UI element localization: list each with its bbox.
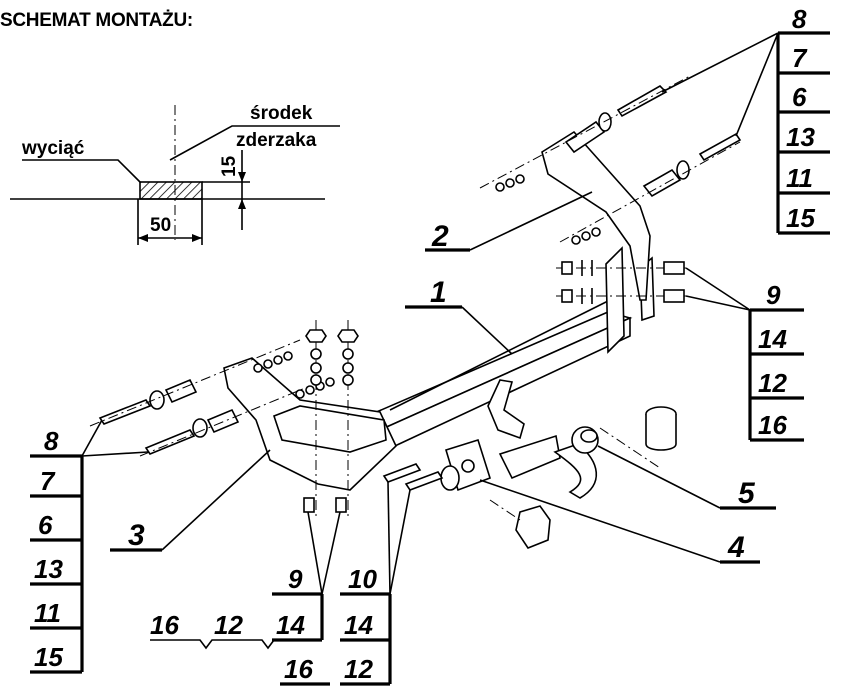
table-l-row: 7 [40,466,56,496]
parts-table-top-right: 8 7 6 13 11 15 [776,4,830,235]
table-mr-head: 9 [766,280,781,310]
extra-part-16: 16 [150,610,179,640]
table-l-head: 8 [44,426,59,456]
cutout-detail: wyciąć środek zderzaka 15 50 [10,103,340,245]
table-l-row: 11 [34,598,61,628]
table-tr-row: 6 [792,82,807,112]
callout-leaders [81,32,779,595]
table-l-row: 6 [38,510,53,540]
center-leader [169,125,340,161]
cut-leader [22,159,141,183]
table-tr-row: 15 [786,203,815,233]
table-tr-row: 11 [786,163,813,193]
main-bar [356,246,677,549]
table-b10-head: 10 [348,564,377,594]
table-b10-row: 12 [344,654,373,684]
table-b9-row: 14 [276,610,305,640]
table-l-row: 13 [34,554,63,584]
left-bracket [89,320,444,520]
table-mr-row: 16 [758,410,787,440]
page-title: SCHEMAT MONTAŻU: [0,10,193,31]
parts-table-left: 8 7 6 13 11 15 [30,426,84,674]
callout-4: 4 [727,531,745,564]
parts-table-bottom-9: 9 14 16 [272,564,330,686]
dim-height: 15 [219,155,240,177]
parts-table-mid-right: 9 14 12 16 [748,280,804,442]
parts-extra-bottom: 16 12 [150,610,275,650]
table-mr-row: 12 [758,368,787,398]
callout-3: 3 [128,519,145,552]
parts-table-bottom-10: 10 14 12 [340,564,392,686]
table-b9-row: 16 [284,654,313,684]
table-tr-row: 13 [786,122,815,152]
callout-2: 2 [431,220,449,253]
right-bracket [479,75,742,304]
table-b9-head: 9 [288,564,303,594]
cut-label: wyciąć [21,138,85,159]
callout-1: 1 [430,276,447,309]
table-mr-row: 14 [758,324,787,354]
cutout-area [139,181,203,200]
extra-part-12: 12 [214,610,243,640]
callout-5: 5 [738,477,756,510]
table-tr-head: 8 [792,4,807,34]
table-l-row: 15 [34,642,63,672]
callout-numbers: 1 2 3 4 5 [128,220,756,564]
table-tr-row: 7 [792,43,808,73]
dim-width: 50 [150,215,171,236]
center-label-line1: środek [250,103,313,124]
table-b10-row: 14 [344,610,373,640]
center-label-line2: zderzaka [236,130,317,151]
